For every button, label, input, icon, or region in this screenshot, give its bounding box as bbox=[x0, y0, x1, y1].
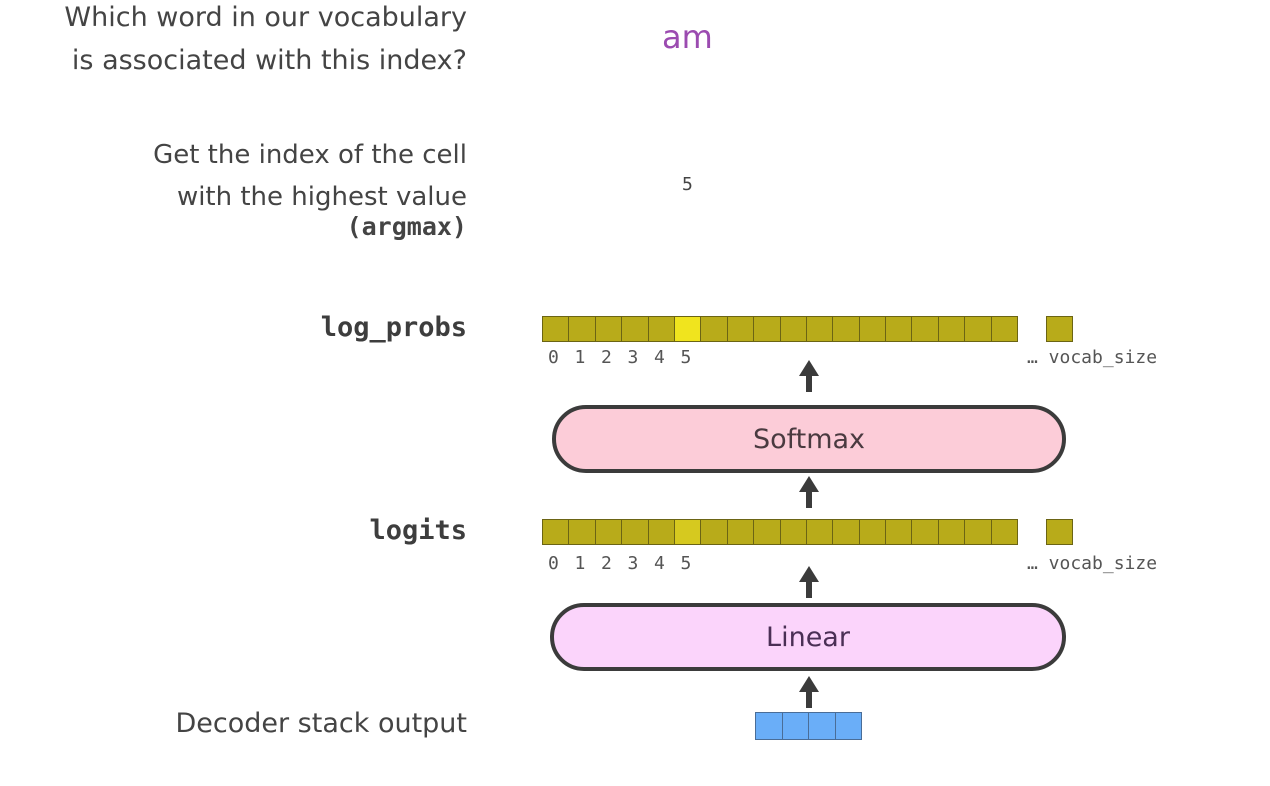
log-probs-cell bbox=[911, 316, 939, 342]
logits-cell bbox=[964, 519, 992, 545]
decoder-output-label: Decoder stack output bbox=[175, 708, 467, 739]
log-probs-vector bbox=[542, 316, 1019, 342]
log-probs-cell bbox=[621, 316, 649, 342]
logits-cell bbox=[673, 519, 702, 545]
log-probs-tick-label: 1 bbox=[574, 347, 586, 368]
log-probs-cell bbox=[937, 316, 966, 342]
log-probs-cell bbox=[832, 316, 860, 342]
log-probs-cell bbox=[858, 316, 887, 342]
logits-tick-label: 1 bbox=[574, 553, 586, 574]
log-probs-last-cell bbox=[1046, 316, 1073, 342]
log-probs-cell bbox=[805, 316, 834, 342]
logits-cell bbox=[647, 519, 675, 545]
log-probs-tick-label: 4 bbox=[654, 347, 665, 368]
log-probs-tick-label: 3 bbox=[627, 347, 639, 368]
question-label: Which word in our vocabulary is associat… bbox=[64, 0, 467, 82]
question-line-1: Which word in our vocabulary bbox=[64, 2, 467, 33]
argmax-code: (argmax) bbox=[346, 212, 467, 241]
logits-cell bbox=[805, 519, 834, 545]
log-probs-tick-label: 2 bbox=[601, 347, 612, 368]
log-probs-cell bbox=[700, 316, 728, 342]
logits-tick-label: 3 bbox=[627, 553, 639, 574]
log-probs-cell bbox=[779, 316, 807, 342]
log-probs-cell bbox=[568, 316, 596, 342]
output-word: am bbox=[662, 18, 713, 56]
softmax-layer: Softmax bbox=[552, 405, 1066, 473]
argmax-line-1: Get the index of the cell bbox=[153, 140, 467, 170]
log-probs-cell bbox=[726, 316, 755, 342]
argmax-label: Get the index of the cell with the highe… bbox=[153, 134, 467, 242]
log-probs-cell bbox=[964, 316, 992, 342]
logits-vocab-size: … vocab_size bbox=[1027, 553, 1158, 574]
logits-cell bbox=[858, 519, 887, 545]
decoder-output-cell bbox=[834, 712, 862, 740]
decoder-output-cell bbox=[781, 712, 809, 740]
logits-cell bbox=[779, 519, 807, 545]
logits-cell bbox=[832, 519, 860, 545]
logits-vector bbox=[542, 519, 1019, 545]
arrow-up-icon bbox=[799, 476, 819, 508]
log-probs-cell bbox=[885, 316, 913, 342]
log-probs-cell bbox=[990, 316, 1019, 342]
argmax-line-2: with the highest value bbox=[176, 182, 467, 212]
logits-cell bbox=[621, 519, 649, 545]
log-probs-label: log_probs bbox=[320, 312, 467, 343]
logits-label: logits bbox=[369, 515, 467, 546]
logits-cell bbox=[542, 519, 570, 545]
decoder-output-cell bbox=[755, 712, 783, 740]
decoder-output-cell bbox=[808, 712, 836, 740]
arrow-up-icon bbox=[799, 360, 819, 392]
log-probs-vocab-size: … vocab_size bbox=[1027, 347, 1158, 368]
logits-cell bbox=[753, 519, 781, 545]
log-probs-cell bbox=[594, 316, 623, 342]
log-probs-cell bbox=[673, 316, 702, 342]
logits-cell bbox=[885, 519, 913, 545]
logits-cell bbox=[911, 519, 939, 545]
log-probs-cell bbox=[542, 316, 570, 342]
logits-tick-label: 4 bbox=[654, 553, 665, 574]
logits-cell bbox=[568, 519, 596, 545]
logits-cell bbox=[700, 519, 728, 545]
logits-tick-label: 5 bbox=[680, 553, 692, 574]
logits-last-cell bbox=[1046, 519, 1073, 545]
logits-tick-label: 2 bbox=[601, 553, 612, 574]
logits-tick-label: 0 bbox=[548, 553, 559, 574]
arrow-up-icon bbox=[799, 676, 819, 708]
logits-cell bbox=[594, 519, 623, 545]
arrow-up-icon bbox=[799, 566, 819, 598]
log-probs-tick-label: 5 bbox=[680, 347, 692, 368]
logits-cell bbox=[990, 519, 1019, 545]
log-probs-cell bbox=[647, 316, 675, 342]
log-probs-cell bbox=[753, 316, 781, 342]
logits-cell bbox=[726, 519, 755, 545]
log-probs-tick-label: 0 bbox=[548, 347, 559, 368]
logits-cell bbox=[937, 519, 966, 545]
decoder-output-vector bbox=[755, 712, 862, 740]
argmax-index: 5 bbox=[682, 174, 693, 195]
linear-layer: Linear bbox=[550, 603, 1066, 671]
question-line-2: is associated with this index? bbox=[71, 45, 467, 76]
